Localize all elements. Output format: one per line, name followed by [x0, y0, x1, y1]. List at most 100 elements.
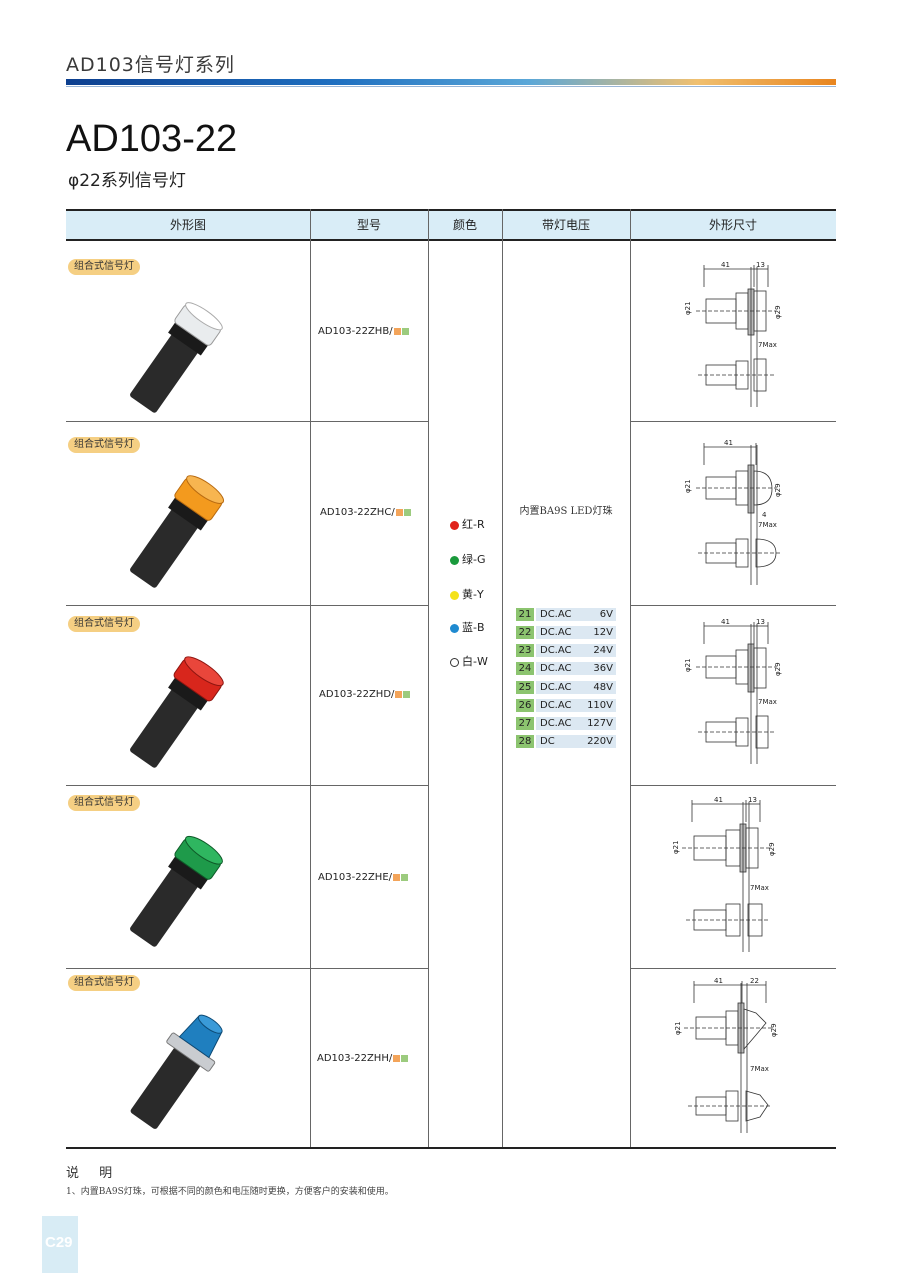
- voltage-value: 48V: [593, 682, 613, 693]
- voltage-type: DC.AC: [540, 700, 572, 711]
- product-photo-red: [130, 656, 224, 768]
- product-tag: 组合式信号灯: [68, 259, 140, 275]
- dim-extra: 4: [762, 511, 767, 519]
- row-divider: [66, 785, 428, 786]
- row-divider: [630, 421, 836, 422]
- voltage-value: 12V: [593, 627, 613, 638]
- header-thin-line: [66, 86, 836, 87]
- voltage-code-box: [403, 508, 411, 516]
- voltage-value: 127V: [587, 718, 613, 729]
- product-tag: 组合式信号灯: [68, 616, 140, 632]
- voltage-value: 36V: [593, 663, 613, 674]
- product-tag: 组合式信号灯: [68, 795, 140, 811]
- color-option: 红-R: [450, 516, 485, 532]
- voltage-code-box: [403, 690, 411, 698]
- voltage-code-box: [401, 1054, 409, 1062]
- voltage-row: 26 DC.AC 110V: [516, 699, 616, 713]
- dim-d2: φ29: [774, 305, 782, 319]
- voltage-type: DC.AC: [540, 609, 572, 620]
- voltage-code: 23: [516, 644, 534, 657]
- voltage-type: DC.AC: [540, 663, 572, 674]
- model-number: AD103-22ZHB/: [318, 326, 409, 337]
- voltage-row: 24 DC.AC 36V: [516, 662, 616, 676]
- page-number-tab: C29: [42, 1216, 78, 1273]
- header-appearance: 外形图: [169, 218, 206, 232]
- dim-d1: φ21: [672, 840, 680, 854]
- header-gradient-bar: [66, 79, 836, 85]
- voltage-code: 21: [516, 608, 534, 621]
- row-divider: [66, 605, 428, 606]
- dim-length: 41: [724, 439, 733, 447]
- model-number: AD103-22ZHH/: [317, 1053, 409, 1064]
- dim-head: 22: [750, 977, 759, 985]
- header-color: 颜色: [452, 218, 477, 232]
- dimension-drawing: 41 22 φ21 φ29 7Max: [674, 977, 778, 1133]
- green-dot-icon: [450, 555, 459, 565]
- voltage-row: 27 DC.AC 127V: [516, 717, 616, 731]
- notes-item: 1、内置BA9S灯珠，可根据不同的颜色和电压随时更换，方便客户的安装和使用。: [66, 1187, 394, 1197]
- voltage-code: 22: [516, 626, 534, 639]
- red-dot-icon: [450, 520, 459, 530]
- dim-max: 7Max: [750, 1065, 769, 1073]
- dim-length: 41: [714, 977, 723, 985]
- voltage-type: DC.AC: [540, 718, 572, 729]
- voltage-type: DC: [540, 736, 555, 747]
- voltage-row: 28 DC 220V: [516, 735, 616, 749]
- voltage-code: 28: [516, 735, 534, 748]
- dim-d1: φ21: [684, 479, 692, 493]
- model-text: AD103-22ZHD/: [319, 689, 395, 700]
- voltage-code: 24: [516, 662, 534, 675]
- voltage-value: 220V: [587, 736, 613, 747]
- color-label: 红-R: [462, 518, 485, 531]
- grid-vline: [630, 209, 631, 1149]
- row-divider: [66, 968, 428, 969]
- header-dimensions: 外形尺寸: [708, 218, 757, 232]
- dim-d2: φ29: [770, 1023, 778, 1037]
- row-divider: [630, 785, 836, 786]
- dim-head: 13: [748, 796, 757, 804]
- table-bottom-line: [66, 1147, 836, 1149]
- row-divider: [630, 605, 836, 606]
- series-header: AD103信号灯系列: [66, 54, 235, 76]
- dimension-drawing: 41 13 φ21 φ29 7Max: [672, 796, 776, 952]
- voltage-code-box: [401, 327, 409, 335]
- color-label: 白-W: [462, 655, 488, 668]
- table-header: 外形图 型号 颜色 带灯电压 外形尺寸: [66, 209, 836, 241]
- color-option: 蓝-B: [450, 619, 485, 635]
- voltage-code: 27: [516, 717, 534, 730]
- voltage-value: 24V: [593, 645, 613, 656]
- white-dot-icon: [450, 657, 459, 667]
- notes-title: 说 明: [66, 1166, 121, 1181]
- model-text: AD103-22ZHC/: [320, 507, 395, 518]
- page-title: AD103-22: [66, 118, 238, 160]
- voltage-value: 6V: [599, 609, 613, 620]
- product-photo-white: [130, 302, 223, 413]
- header-voltage: 带灯电压: [541, 218, 590, 232]
- dim-max: 7Max: [758, 521, 777, 529]
- dim-length: 41: [721, 261, 730, 269]
- dim-d2: φ29: [774, 483, 782, 497]
- voltage-type: DC.AC: [540, 682, 572, 693]
- dim-max: 7Max: [758, 698, 777, 706]
- header-model: 型号: [356, 218, 381, 232]
- product-photo-amber: [130, 475, 225, 588]
- dimension-drawing: 41 φ21 φ29 4 7Max: [684, 439, 782, 585]
- voltage-code: 26: [516, 699, 534, 712]
- color-label: 蓝-B: [462, 621, 485, 634]
- dim-length: 41: [721, 618, 730, 626]
- product-tag: 组合式信号灯: [68, 437, 140, 453]
- dim-d1: φ21: [674, 1021, 682, 1035]
- voltage-value: 110V: [587, 700, 613, 711]
- row-divider: [66, 421, 428, 422]
- color-code-box: [393, 327, 401, 335]
- row-divider: [630, 968, 836, 969]
- dimension-drawing: 41 13 φ21 φ29 7Max: [684, 261, 782, 407]
- dim-head: 13: [756, 618, 765, 626]
- page-subtitle: φ22系列信号灯: [68, 171, 186, 191]
- dim-d1: φ21: [684, 658, 692, 672]
- model-number: AD103-22ZHE/: [318, 872, 409, 883]
- model-number: AD103-22ZHC/: [320, 507, 411, 518]
